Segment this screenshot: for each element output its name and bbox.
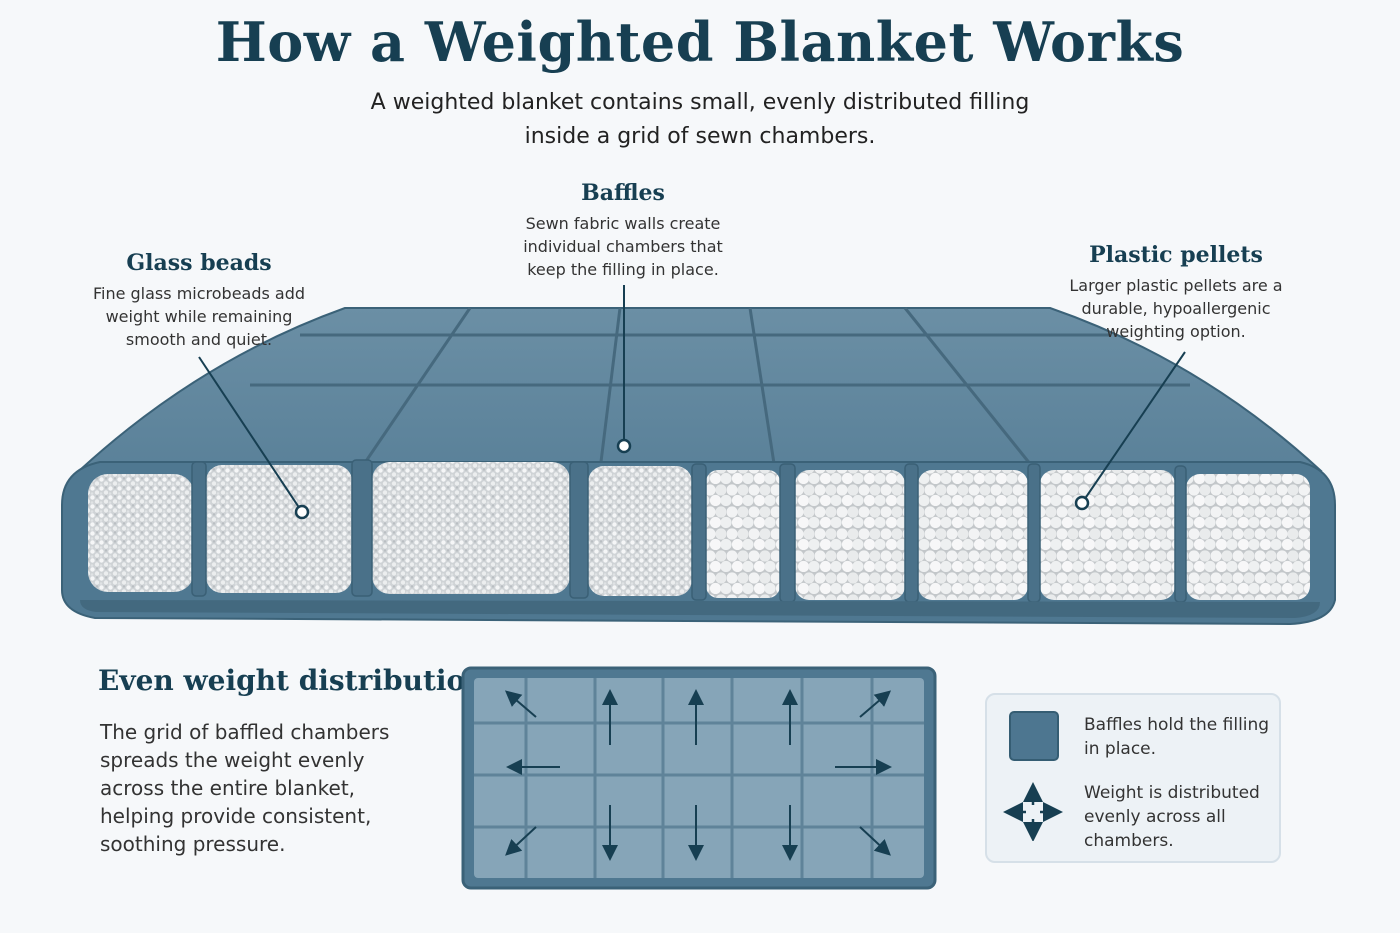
callout-baffles: Baffles Sewn fabric walls create individ…: [518, 180, 728, 281]
legend-baffles-text: Baffles hold the filling in place.: [1084, 715, 1270, 759]
blanket-illustration: [61, 285, 1336, 626]
page-title: How a Weighted Blanket Works: [215, 10, 1185, 74]
callout-title: Baffles: [581, 180, 665, 206]
distribution-grid-illustration: [461, 666, 937, 890]
callout-body: Larger plastic pellets are a durable, hy…: [1069, 276, 1283, 341]
callout-glass-beads: Glass beads Fine glass microbeads add we…: [92, 250, 306, 351]
callout-title: Glass beads: [126, 250, 272, 276]
legend-weight-text: Weight is distributed evenly across all …: [1084, 783, 1260, 851]
four-way-arrows-icon: [1003, 782, 1063, 841]
page-subtitle: A weighted blanket contains small, evenl…: [370, 90, 1030, 149]
distribution-title: Even weight distribution: [98, 664, 486, 697]
fabric-square-icon: [1009, 711, 1059, 761]
callout-body: Fine glass microbeads add weight while r…: [92, 284, 306, 349]
legend-box: Baffles hold the filling in place. Weigh…: [985, 693, 1281, 863]
callout-plastic-pellets: Plastic pellets Larger plastic pellets a…: [1068, 242, 1284, 343]
callout-title: Plastic pellets: [1089, 242, 1263, 268]
distribution-body: The grid of baffled chambers spreads the…: [100, 720, 390, 856]
callout-body: Sewn fabric walls create individual cham…: [523, 214, 723, 279]
